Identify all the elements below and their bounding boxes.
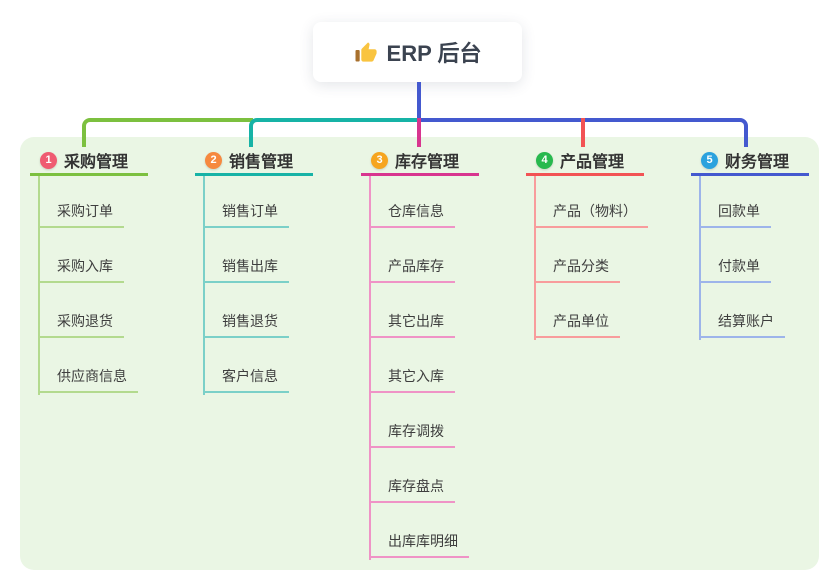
branch-label: 采购管理 [64,154,129,171]
child-node-出库库明细[interactable]: 出库库明细 [369,530,469,558]
child-node-产品（物料）[interactable]: 产品（物料） [534,200,648,228]
connector-branch-1 [82,118,253,147]
child-node-供应商信息[interactable]: 供应商信息 [38,365,138,393]
root-node[interactable]: ERP 后台 [313,22,522,82]
connector-branch-3 [417,118,421,147]
child-node-采购订单[interactable]: 采购订单 [38,200,124,228]
child-node-销售退货[interactable]: 销售退货 [203,310,289,338]
child-node-付款单[interactable]: 付款单 [699,255,771,283]
branch-node-产品管理[interactable]: 4 产品管理 [526,147,644,176]
child-node-销售订单[interactable]: 销售订单 [203,200,289,228]
branch-label: 库存管理 [395,154,460,171]
branch-badge: 5 [701,151,718,169]
child-node-回款单[interactable]: 回款单 [699,200,771,228]
branch-label: 产品管理 [560,154,625,171]
branch-node-财务管理[interactable]: 5 财务管理 [691,147,809,176]
branch-node-销售管理[interactable]: 2 销售管理 [195,147,313,176]
child-node-库存调拨[interactable]: 库存调拨 [369,420,455,448]
branch-trunk-line [699,176,701,340]
branch-badge: 3 [371,151,388,169]
branch-node-采购管理[interactable]: 1 采购管理 [30,147,148,176]
root-connector-line [417,82,421,120]
child-node-客户信息[interactable]: 客户信息 [203,365,289,393]
child-node-销售出库[interactable]: 销售出库 [203,255,289,283]
child-node-仓库信息[interactable]: 仓库信息 [369,200,455,228]
branch-label: 财务管理 [725,154,790,171]
branch-trunk-line [369,176,371,560]
branch-trunk-line [534,176,536,340]
child-node-库存盘点[interactable]: 库存盘点 [369,475,455,503]
root-node-label: ERP 后台 [386,41,482,66]
child-node-采购退货[interactable]: 采购退货 [38,310,124,338]
child-node-产品单位[interactable]: 产品单位 [534,310,620,338]
branch-trunk-line [38,176,40,395]
child-node-其它出库[interactable]: 其它出库 [369,310,455,338]
branch-badge: 1 [40,151,57,169]
child-node-其它入库[interactable]: 其它入库 [369,365,455,393]
thumbs-up-icon [354,40,378,64]
branch-label: 销售管理 [229,154,294,171]
branch-node-库存管理[interactable]: 3 库存管理 [361,147,479,176]
branches-panel [20,137,819,570]
connector-branch-2 [249,118,421,147]
branch-badge: 4 [536,151,553,169]
child-node-采购入库[interactable]: 采购入库 [38,255,124,283]
connector-branch-4 [581,118,585,147]
child-node-结算账户[interactable]: 结算账户 [699,310,785,338]
branch-badge: 2 [205,151,222,169]
child-node-产品库存[interactable]: 产品库存 [369,255,455,283]
branch-trunk-line [203,176,205,395]
child-node-产品分类[interactable]: 产品分类 [534,255,620,283]
